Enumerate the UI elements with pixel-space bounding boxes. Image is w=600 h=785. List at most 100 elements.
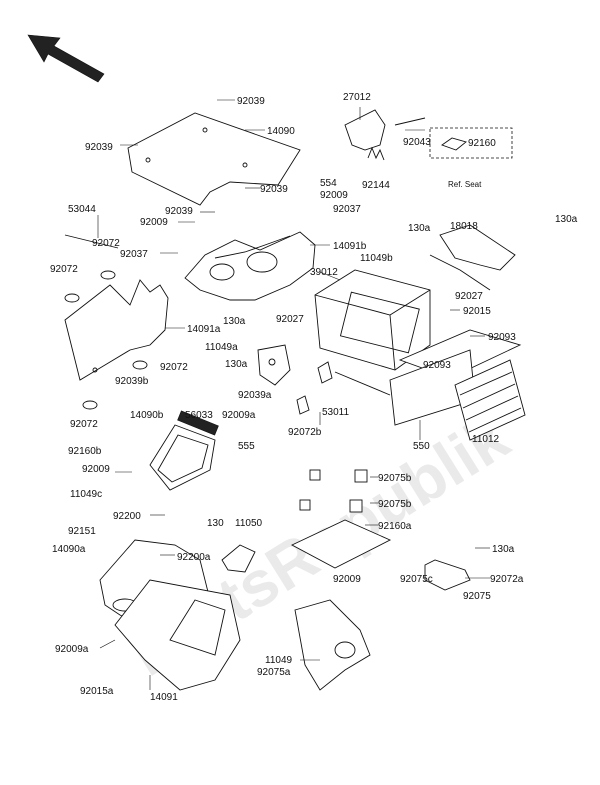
bracket-11049 <box>294 599 371 691</box>
label-92037-a: 92037 <box>333 204 361 215</box>
label-130a-4: 130a <box>225 359 248 370</box>
label-11050: 11050 <box>235 518 263 529</box>
clip-92072-a <box>100 270 116 280</box>
pad-92160a <box>290 519 392 569</box>
label-92039a: 92039a <box>238 390 272 401</box>
label-92075b-2: 92075b <box>378 499 412 510</box>
label-555: 555 <box>238 441 255 452</box>
label-92009a-mid: 92009a <box>222 410 256 421</box>
label-92072b: 92072b <box>288 427 322 438</box>
label-39012: 39012 <box>310 267 338 278</box>
reflector-56033 <box>177 410 219 436</box>
ref-part-label: 92160 <box>468 138 496 149</box>
label-92151: 92151 <box>68 526 96 537</box>
tail-light-14090b <box>149 410 219 491</box>
label-14091b: 14091b <box>333 241 367 252</box>
bracket-18018 <box>429 224 516 291</box>
label-92039-left: 92039 <box>85 142 113 153</box>
block-92075b-a <box>309 469 321 481</box>
label-11049b: 11049b <box>360 253 393 264</box>
ref-seat-box: 92160 Ref. Seat <box>429 127 513 189</box>
label-92027-b: 92027 <box>276 314 304 325</box>
label-92075c: 92075c <box>400 574 433 585</box>
label-92072a: 92072a <box>490 574 524 585</box>
label-92039-bottom: 92039 <box>165 206 193 217</box>
label-92072-b: 92072 <box>50 264 78 275</box>
label-92144: 92144 <box>362 180 390 191</box>
label-92200: 92200 <box>113 511 141 522</box>
label-130a-1: 130a <box>408 223 431 234</box>
bracket-11049a <box>257 344 291 386</box>
seat-pan-plate-14090 <box>127 112 301 206</box>
lower-panel-14091 <box>114 579 241 691</box>
label-14090: 14090 <box>267 126 295 137</box>
label-11049c: 11049c <box>70 489 102 500</box>
block-92075b-c <box>299 499 311 511</box>
label-130a-5: 130a <box>492 544 515 555</box>
label-14090b: 14090b <box>130 410 164 421</box>
pad-92093 <box>389 329 522 426</box>
tray-14091b <box>184 231 316 301</box>
bracket-92072a <box>424 559 471 591</box>
label-27012: 27012 <box>343 92 371 103</box>
label-130: 130 <box>207 518 224 529</box>
label-92075a: 92075a <box>257 667 291 678</box>
label-11012: 11012 <box>472 434 500 445</box>
block-92072b <box>296 395 310 415</box>
label-11049: 11049 <box>265 655 293 666</box>
label-92043: 92043 <box>403 137 431 148</box>
label-92027-a: 92027 <box>455 291 483 302</box>
box-lid-11012 <box>454 359 526 441</box>
ref-seat-caption: Ref. Seat <box>448 180 482 189</box>
label-92009-b: 92009 <box>140 217 168 228</box>
label-130a-2: 130a <box>555 214 578 225</box>
front-direction-arrow <box>27 34 105 83</box>
label-92037-b: 92037 <box>120 249 148 260</box>
label-92015: 92015 <box>463 306 491 317</box>
battery-case-39012 <box>314 269 431 371</box>
label-92075: 92075 <box>463 591 491 602</box>
label-550: 550 <box>413 441 430 452</box>
label-14091: 14091 <box>150 692 178 703</box>
label-92075b-1: 92075b <box>378 473 412 484</box>
label-92009-a: 92009 <box>320 190 348 201</box>
label-92072-c: 92072 <box>160 362 188 373</box>
label-11049a: 11049a <box>205 342 238 353</box>
block-92075b-d <box>349 499 363 513</box>
part-labels: 92039 14090 92039 92039 92039 27012 9204… <box>50 92 578 703</box>
clip-92072b <box>317 361 333 384</box>
label-14090a: 14090a <box>52 544 86 555</box>
label-92039-top: 92039 <box>237 96 265 107</box>
leader-lines <box>97 99 490 690</box>
label-18018: 18018 <box>450 221 478 232</box>
hinge-bracket-27012 <box>344 109 426 161</box>
label-14091a: 14091a <box>187 324 221 335</box>
label-92160a: 92160a <box>378 521 412 532</box>
label-56033: 56033 <box>185 410 213 421</box>
block-92075b-b <box>354 469 368 483</box>
label-92009a-lower: 92009a <box>55 644 89 655</box>
label-53044: 53044 <box>68 204 96 215</box>
label-92039b: 92039b <box>115 376 149 387</box>
side-panel-14091a <box>64 279 169 381</box>
clip-92072-b <box>64 293 80 303</box>
label-92200a: 92200a <box>177 552 211 563</box>
label-92093-a: 92093 <box>488 332 516 343</box>
label-92072-d: 92072 <box>70 419 98 430</box>
clip-92072-c <box>132 360 148 370</box>
label-92039-mid: 92039 <box>260 184 288 195</box>
label-92009-d: 92009 <box>333 574 361 585</box>
label-53011: 53011 <box>322 407 350 418</box>
label-92160b: 92160b <box>68 446 102 457</box>
bracket-11050 <box>221 544 256 573</box>
rod-53011 <box>334 371 391 396</box>
label-130a-3: 130a <box>223 316 246 327</box>
label-92093-b: 92093 <box>423 360 451 371</box>
label-92015a: 92015a <box>80 686 114 697</box>
clip-92072-d <box>82 400 98 410</box>
label-554: 554 <box>320 178 337 189</box>
label-92009-c: 92009 <box>82 464 110 475</box>
label-92072-a: 92072 <box>92 238 120 249</box>
